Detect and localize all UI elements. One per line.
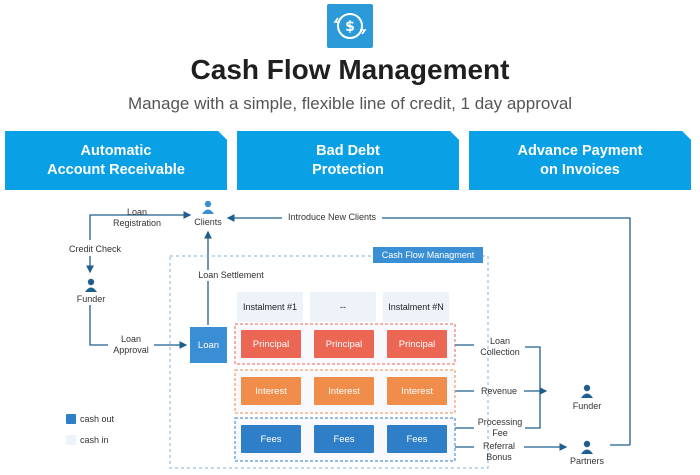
introduce-new-clients-label: Introduce New Clients: [282, 212, 382, 223]
interest-cell: Interest: [314, 377, 374, 405]
person-icon: [580, 440, 594, 459]
page-title: Cash Flow Management: [190, 54, 510, 85]
funder-right-label: Funder: [572, 401, 602, 411]
column-header-instalment-1: Instalment #1: [237, 292, 303, 322]
legend-cash-out-swatch: [66, 414, 76, 424]
funder-left-label: Funder: [76, 294, 106, 304]
loan-approval-label: Loan Approval: [108, 334, 154, 356]
legend-cash-in-label: cash in: [80, 435, 109, 445]
banner-bad-debt: Bad Debt Protection: [237, 131, 459, 190]
principal-cell: Principal: [387, 330, 447, 358]
person-icon: [201, 200, 215, 219]
principal-cell: Principal: [241, 330, 301, 358]
logo-badge: $: [327, 4, 373, 48]
column-header-ellipsis: --: [310, 292, 376, 322]
interest-cell: Interest: [241, 377, 301, 405]
referral-bonus-label: Referral Bonus: [482, 441, 515, 462]
person-icon: [84, 278, 98, 297]
banner-automatic-ar: Automatic Account Receivable: [5, 131, 227, 190]
column-header-instalment-n: Instalment #N: [383, 292, 449, 322]
clients-label: Clients: [194, 217, 222, 227]
dollar-cycle-icon: $: [333, 13, 367, 39]
processing-fee-label: Processing Fee: [477, 417, 523, 438]
fees-cell: Fees: [241, 425, 301, 453]
page-subtitle: Manage with a simple, flexible line of c…: [127, 94, 573, 113]
principal-cell: Principal: [314, 330, 374, 358]
loan-settlement-label: Loan Settlement: [190, 270, 272, 281]
fees-cell: Fees: [387, 425, 447, 453]
credit-check-label: Credit Check: [60, 244, 130, 255]
legend-cash-in-swatch: [66, 435, 76, 445]
loan-registration-label: Loan Registration: [112, 207, 162, 228]
revenue-label: Revenue: [480, 386, 518, 396]
person-icon: [580, 384, 594, 403]
legend-cash-out-label: cash out: [80, 414, 115, 424]
svg-text:$: $: [345, 19, 355, 35]
loan-collection-label: Loan Collection: [480, 336, 520, 357]
interest-cell: Interest: [387, 377, 447, 405]
cash-flow-management-tag: Cash Flow Managment: [373, 247, 483, 263]
partners-label: Partners: [569, 456, 604, 466]
loan-box: Loan: [190, 327, 227, 363]
banner-advance-payment: Advance Payment on Invoices: [469, 131, 691, 190]
fees-cell: Fees: [314, 425, 374, 453]
